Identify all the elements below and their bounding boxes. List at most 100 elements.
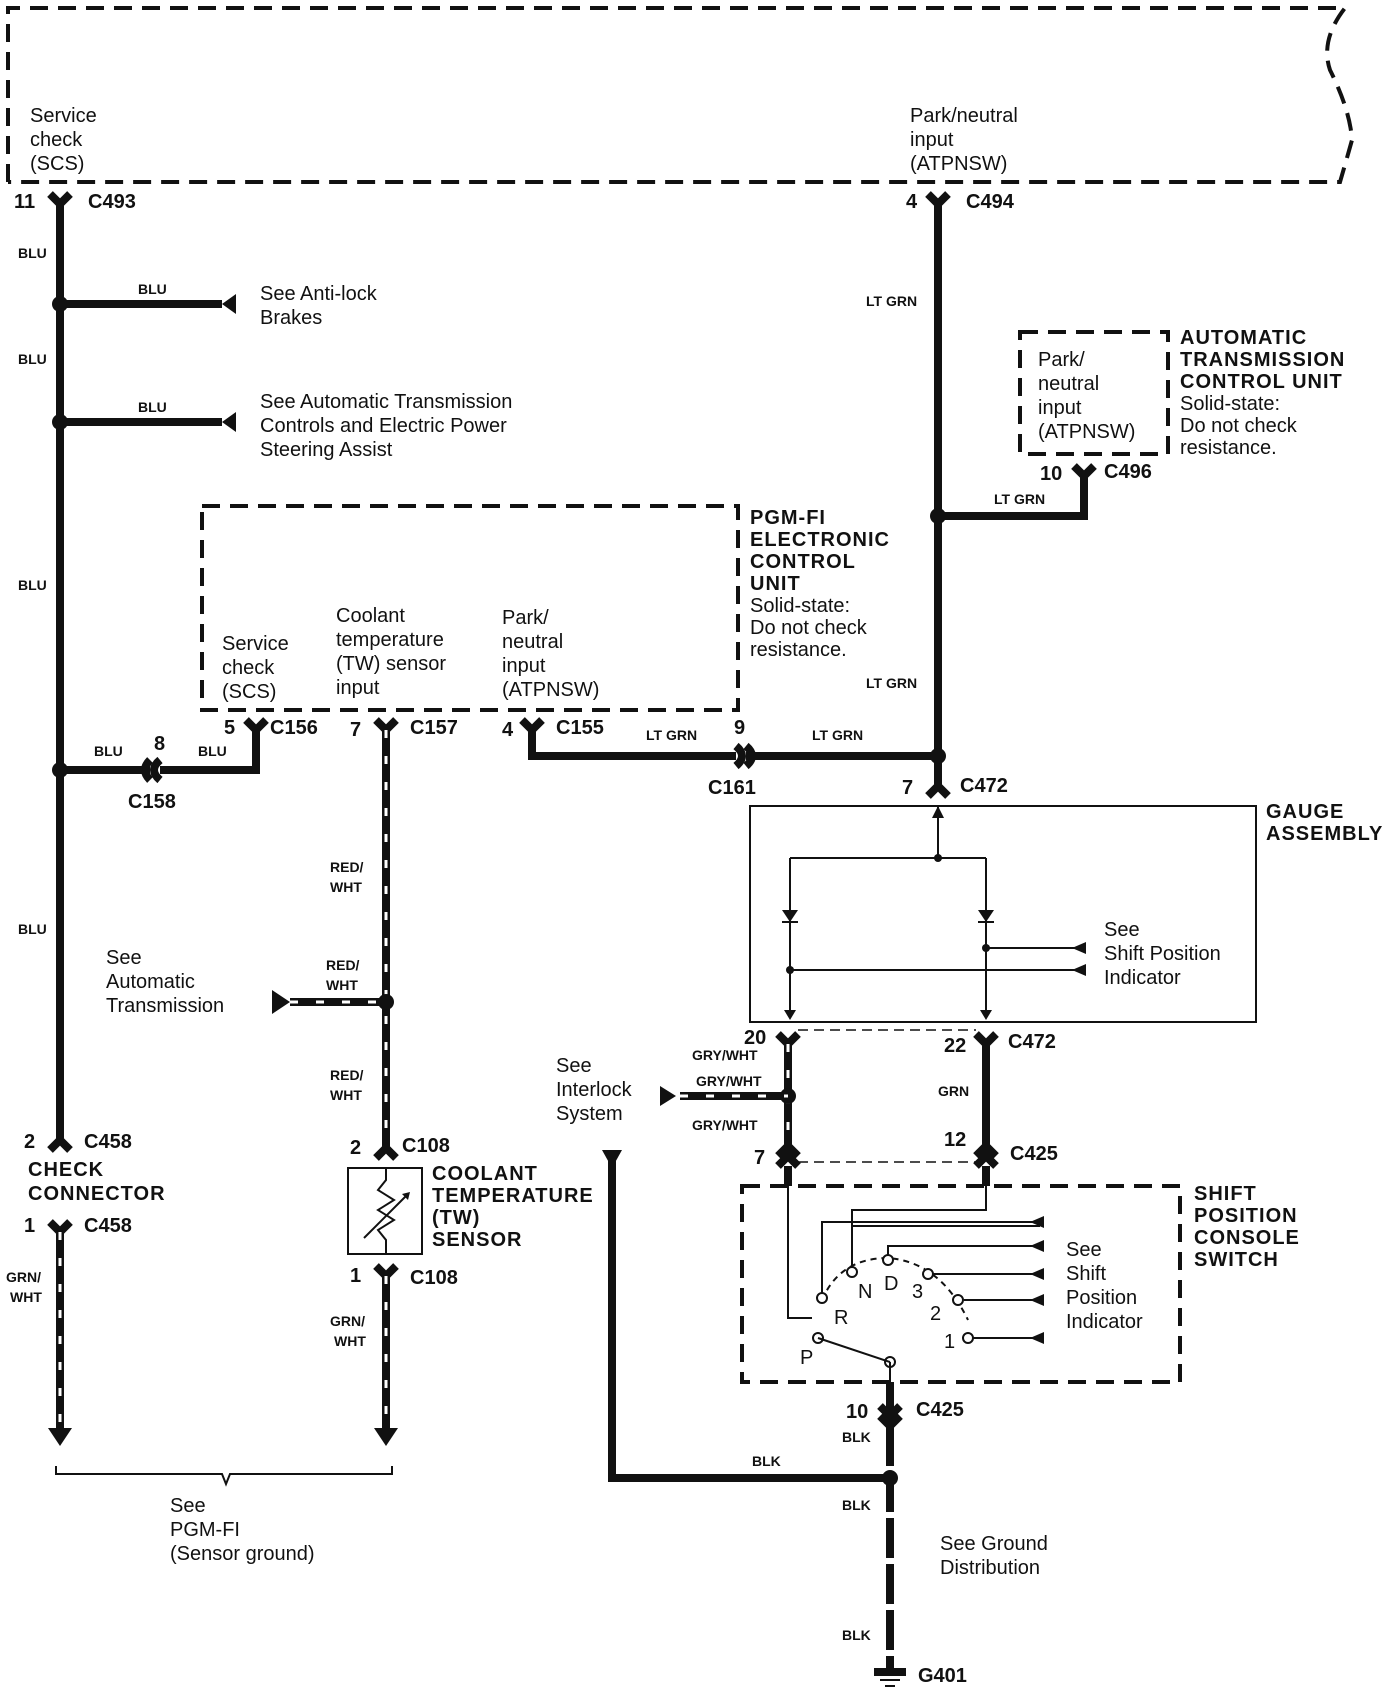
svg-text:WHT: WHT bbox=[326, 977, 358, 993]
svg-text:C156: C156 bbox=[270, 717, 318, 739]
svg-text:1: 1 bbox=[944, 1331, 955, 1353]
svg-text:BLU: BLU bbox=[18, 351, 47, 367]
svg-text:4: 4 bbox=[502, 719, 514, 741]
svg-text:3: 3 bbox=[912, 1281, 923, 1303]
svg-text:LT GRN: LT GRN bbox=[866, 675, 917, 691]
svg-text:LT GRN: LT GRN bbox=[994, 491, 1045, 507]
svg-text:BLK: BLK bbox=[842, 1429, 871, 1445]
svg-text:BLU: BLU bbox=[18, 245, 47, 261]
svg-text:BLU: BLU bbox=[198, 743, 227, 759]
svg-text:7: 7 bbox=[350, 719, 361, 741]
svg-text:LT GRN: LT GRN bbox=[646, 727, 697, 743]
svg-text:C472: C472 bbox=[960, 775, 1008, 797]
svg-text:12: 12 bbox=[944, 1129, 966, 1151]
svg-text:10: 10 bbox=[1040, 463, 1062, 485]
pgmfi-note: Solid-state: Do not check resistance. bbox=[750, 595, 872, 661]
tcm-title: AUTOMATIC TRANSMISSION CONTROL UNIT bbox=[1180, 327, 1352, 393]
svg-text:LT GRN: LT GRN bbox=[866, 293, 917, 309]
switch-shift-ref: See Shift Position Indicator bbox=[1066, 1239, 1143, 1333]
ecm-atpnsw-label: Park/neutral input (ATPNSW) bbox=[910, 105, 1023, 175]
svg-text:C458: C458 bbox=[84, 1215, 132, 1237]
ground-dist-ref: See Ground Distribution bbox=[940, 1533, 1053, 1579]
svg-text:WHT: WHT bbox=[330, 879, 362, 895]
svg-text:WHT: WHT bbox=[330, 1087, 362, 1103]
svg-text:N: N bbox=[858, 1281, 872, 1303]
pgmfi-ecu-box bbox=[200, 504, 740, 712]
pgmfi-scs-label: Service check (SCS) bbox=[222, 633, 294, 703]
svg-text:GRN/: GRN/ bbox=[330, 1313, 365, 1329]
ecm-top-outline bbox=[6, 6, 1355, 184]
pgmfi-atpnsw-label: Park/ neutral input (ATPNSW) bbox=[502, 607, 599, 701]
svg-text:C161: C161 bbox=[708, 777, 756, 799]
svg-text:D: D bbox=[884, 1273, 898, 1295]
svg-text:C108: C108 bbox=[410, 1267, 458, 1289]
ecm-scs-label: Service check (SCS) bbox=[30, 105, 102, 175]
tcm-inner: Park/ neutral input (ATPNSW) bbox=[1038, 349, 1135, 443]
pgmfi-title: PGM-FI ELECTRONIC CONTROL UNIT bbox=[750, 507, 897, 595]
svg-text:10: 10 bbox=[846, 1401, 868, 1423]
svg-text:9: 9 bbox=[734, 717, 745, 739]
svg-text:RED/: RED/ bbox=[330, 859, 364, 875]
svg-text:GRY/WHT: GRY/WHT bbox=[692, 1047, 758, 1063]
check-connector-title: CHECK CONNECTOR bbox=[28, 1159, 166, 1205]
antilock-ref: See Anti-lock Brakes bbox=[260, 283, 382, 329]
at-eps-ref: See Automatic Transmission Controls and … bbox=[260, 391, 518, 461]
gauge-shift-ref: See Shift Position Indicator bbox=[1104, 919, 1226, 989]
svg-text:GRN/: GRN/ bbox=[6, 1269, 41, 1285]
tcm-note: Solid-state: Do not check resistance. bbox=[1180, 393, 1302, 459]
svg-text:C472: C472 bbox=[1008, 1031, 1056, 1053]
svg-text:BLU: BLU bbox=[138, 399, 167, 415]
svg-text:22: 22 bbox=[944, 1035, 966, 1057]
svg-text:RED/: RED/ bbox=[330, 1067, 364, 1083]
svg-text:BLU: BLU bbox=[18, 577, 47, 593]
svg-text:GRN: GRN bbox=[938, 1083, 969, 1099]
shift-switch-title: SHIFT POSITION CONSOLE SWITCH bbox=[1194, 1183, 1306, 1271]
gauge-assembly-box bbox=[749, 805, 1257, 1023]
svg-text:C155: C155 bbox=[556, 717, 604, 739]
svg-text:LT GRN: LT GRN bbox=[812, 727, 863, 743]
svg-text:1: 1 bbox=[350, 1265, 361, 1287]
svg-text:C425: C425 bbox=[916, 1399, 964, 1421]
shift-switch-box bbox=[740, 1184, 1182, 1384]
svg-text:BLK: BLK bbox=[752, 1453, 781, 1469]
c493-label: C493 bbox=[88, 191, 136, 213]
coolant-sensor-title: COOLANT TEMPERATURE (TW) SENSOR bbox=[432, 1163, 600, 1251]
svg-text:20: 20 bbox=[744, 1027, 766, 1049]
svg-text:C496: C496 bbox=[1104, 461, 1152, 483]
svg-text:C108: C108 bbox=[402, 1135, 450, 1157]
svg-text:C157: C157 bbox=[410, 717, 458, 739]
c494-label: C494 bbox=[966, 191, 1015, 213]
c494-pin: 4 bbox=[906, 191, 918, 213]
svg-text:2: 2 bbox=[24, 1131, 35, 1153]
auto-trans-ref: See Automatic Transmission bbox=[106, 947, 224, 1017]
svg-text:G401: G401 bbox=[918, 1665, 967, 1687]
svg-text:1: 1 bbox=[24, 1215, 35, 1237]
svg-text:WHT: WHT bbox=[334, 1333, 366, 1349]
svg-text:C425: C425 bbox=[1010, 1143, 1058, 1165]
sensor-ground-ref: See PGM-FI (Sensor ground) bbox=[170, 1495, 315, 1565]
svg-text:BLU: BLU bbox=[94, 743, 123, 759]
tcm-box bbox=[1018, 330, 1170, 456]
svg-text:8: 8 bbox=[154, 733, 165, 755]
svg-text:2: 2 bbox=[930, 1303, 941, 1325]
svg-text:BLU: BLU bbox=[18, 921, 47, 937]
svg-text:R: R bbox=[834, 1307, 848, 1329]
c493-pin: 11 bbox=[14, 191, 35, 213]
interlock-ref: See Interlock System bbox=[556, 1055, 637, 1125]
svg-text:GRY/WHT: GRY/WHT bbox=[696, 1073, 762, 1089]
pgmfi-coolant-label: Coolant temperature (TW) sensor input bbox=[336, 605, 452, 699]
svg-text:WHT: WHT bbox=[10, 1289, 42, 1305]
svg-text:GRY/WHT: GRY/WHT bbox=[692, 1117, 758, 1133]
gauge-title: GAUGE ASSEMBLY bbox=[1266, 801, 1383, 845]
svg-text:BLU: BLU bbox=[138, 281, 167, 297]
svg-text:2: 2 bbox=[350, 1137, 361, 1159]
svg-text:C458: C458 bbox=[84, 1131, 132, 1153]
svg-text:5: 5 bbox=[224, 717, 235, 739]
svg-text:C158: C158 bbox=[128, 791, 176, 813]
svg-text:RED/: RED/ bbox=[326, 957, 360, 973]
svg-text:BLK: BLK bbox=[842, 1497, 871, 1513]
svg-text:7: 7 bbox=[902, 777, 913, 799]
svg-text:P: P bbox=[800, 1347, 813, 1369]
svg-text:7: 7 bbox=[754, 1147, 765, 1169]
